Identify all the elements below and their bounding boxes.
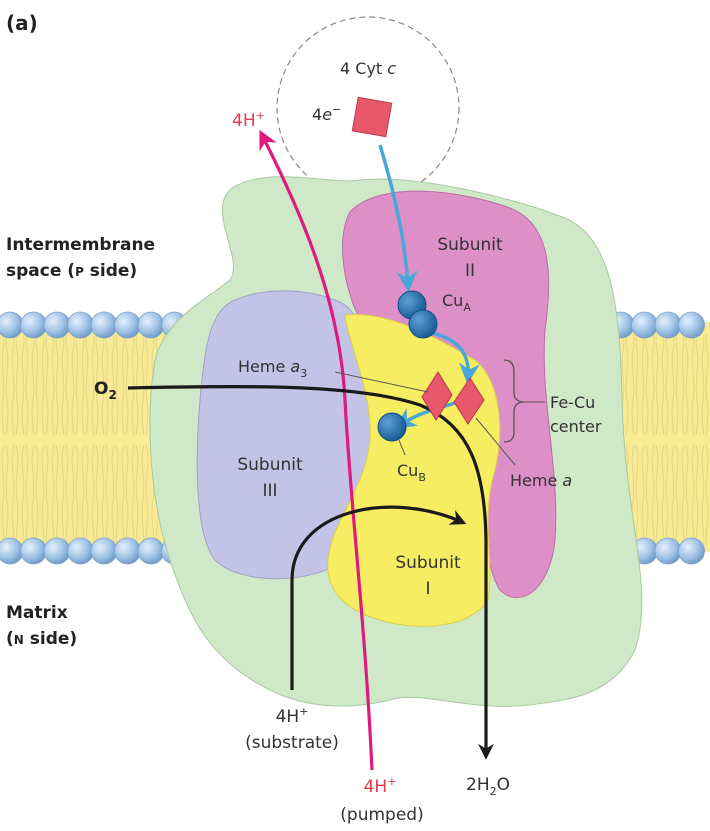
lipid-head-group: [20, 311, 47, 339]
water-label: 2H2O: [466, 775, 510, 798]
subunit-iii-label-line1: Subunit: [237, 455, 303, 475]
n-side-label-line1: Matrix: [6, 603, 68, 623]
pumped-caption: (pumped): [340, 805, 423, 825]
lipid-head-group: [137, 311, 165, 339]
proton-pumped-path: [259, 129, 374, 771]
lipid-head-group: [67, 537, 94, 565]
subunit-i-label-line1: Subunit: [395, 553, 461, 573]
oxygen-label: O2: [94, 379, 117, 402]
heme-a-label: Heme a: [510, 471, 572, 490]
heme-a-leader: [475, 417, 516, 466]
lipid-head-group: [90, 311, 118, 339]
pumped-proton-label: 4H+: [364, 775, 397, 797]
heme-a3-leader: [334, 371, 429, 393]
subunit-i-label-line2: I: [425, 579, 430, 599]
cyt-c-label: 4 Cyt c: [340, 59, 396, 78]
lipid-head-group: [678, 311, 705, 339]
n-side-label-line2: (N side): [6, 629, 77, 649]
lipid-head-group: [631, 311, 658, 339]
heme-a-shape: [453, 377, 485, 425]
lipid-head-group: [0, 537, 24, 565]
oxygen-path: [127, 384, 494, 760]
lipid-head-group: [20, 537, 47, 565]
top-proton-label: 4H+: [232, 109, 265, 131]
substrate-proton-label: 4H+: [276, 705, 309, 727]
lipid-head-group: [654, 537, 682, 565]
lipid-head-group: [90, 537, 118, 565]
cu-a-atom-2: [408, 309, 438, 339]
cu-a-label: CuA: [442, 291, 471, 314]
subunit-ii-label-line1: Subunit: [437, 235, 503, 255]
lipid-head-group: [678, 537, 705, 565]
lipid-head-group: [137, 537, 165, 565]
cu-b-label: CuB: [397, 461, 426, 484]
lipid-head-group: [67, 311, 94, 339]
heme-a3-label: Heme a3: [238, 357, 307, 380]
substrate-caption: (substrate): [245, 733, 339, 753]
electron-path-cytc-to-cua: [378, 144, 418, 293]
fe-cu-label-line1: Fe-Cu: [550, 393, 595, 412]
lipid-head-group: [114, 537, 141, 565]
heme-a3-shape: [421, 371, 453, 421]
subunit-iii-label-line2: III: [262, 481, 277, 501]
electron-path-cua-to-heme-a: [431, 331, 480, 385]
electrons-label: 4e−: [312, 103, 341, 124]
cu-b-leader: [398, 439, 406, 456]
subunit-ii-label-line2: II: [465, 261, 475, 281]
lipid-head-group: [43, 311, 71, 339]
substrate-proton-path: [290, 505, 467, 690]
p-side-label-line1: Intermembrane: [6, 235, 155, 255]
cyt-c-electron-square: [351, 96, 393, 138]
panel-label: (a): [6, 11, 38, 35]
lipid-head-group: [654, 311, 682, 339]
lipid-head-group: [43, 537, 71, 565]
fe-cu-label-line2: center: [550, 417, 602, 436]
cu-b-atom: [377, 412, 407, 442]
lipid-head-group: [0, 311, 24, 339]
lipid-head-group: [114, 311, 141, 339]
p-side-label-line2: space (P side): [6, 261, 137, 281]
